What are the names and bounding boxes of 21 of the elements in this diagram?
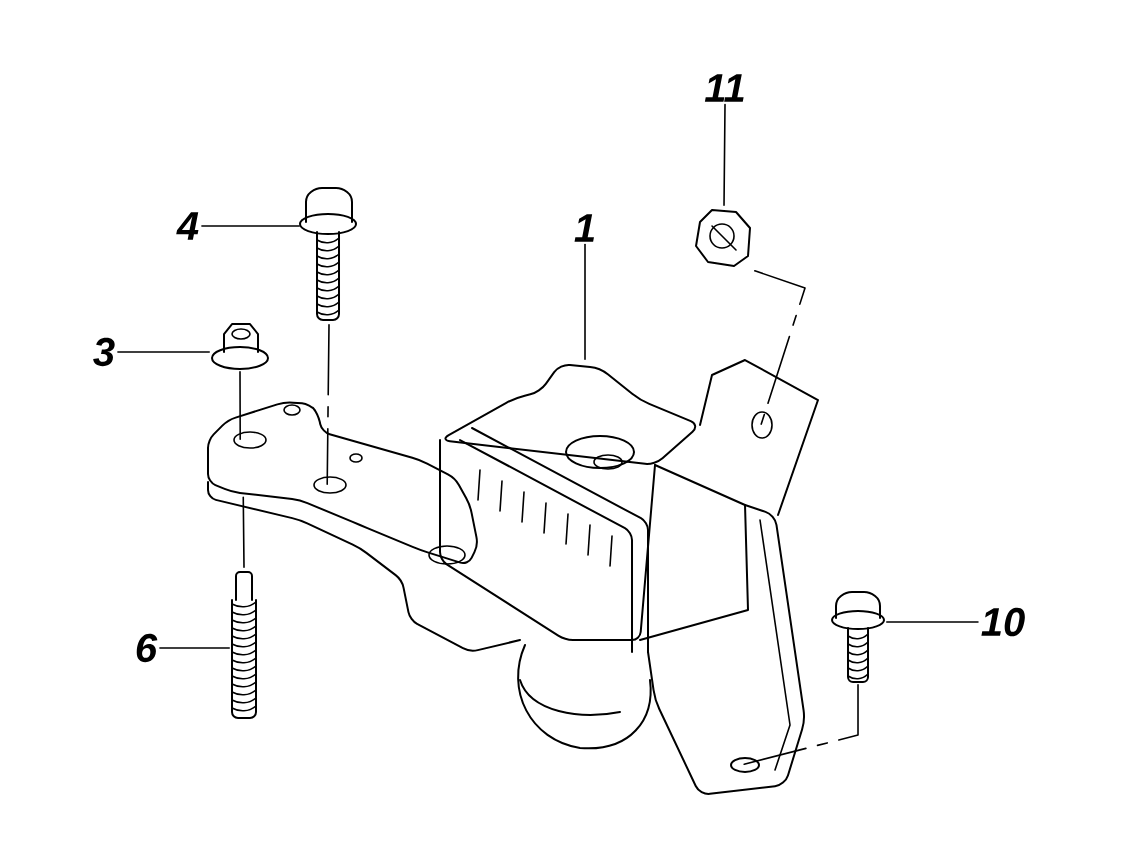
leader-line	[201, 225, 300, 227]
leader-line	[723, 103, 726, 206]
callout-number: 11	[704, 74, 744, 102]
leader-line	[886, 621, 979, 623]
leader-line	[117, 351, 210, 353]
callout-number: 4	[176, 212, 199, 240]
callout-number: 6	[136, 633, 158, 663]
callout-number: 1	[574, 214, 594, 242]
engine-mount-drawing	[207, 359, 819, 795]
alignment-line	[326, 324, 330, 485]
alignment-line	[743, 684, 859, 765]
leader-line	[584, 243, 586, 360]
bolt-drawing	[299, 187, 357, 321]
alignment-line	[754, 270, 806, 425]
callout-number: 10	[981, 607, 1025, 637]
nut-drawing	[695, 209, 751, 267]
callout-number: 3	[93, 337, 115, 367]
alignment-line	[239, 371, 241, 440]
leader-line	[159, 647, 230, 649]
nut-drawing	[211, 323, 269, 370]
bolt-drawing	[831, 591, 885, 683]
